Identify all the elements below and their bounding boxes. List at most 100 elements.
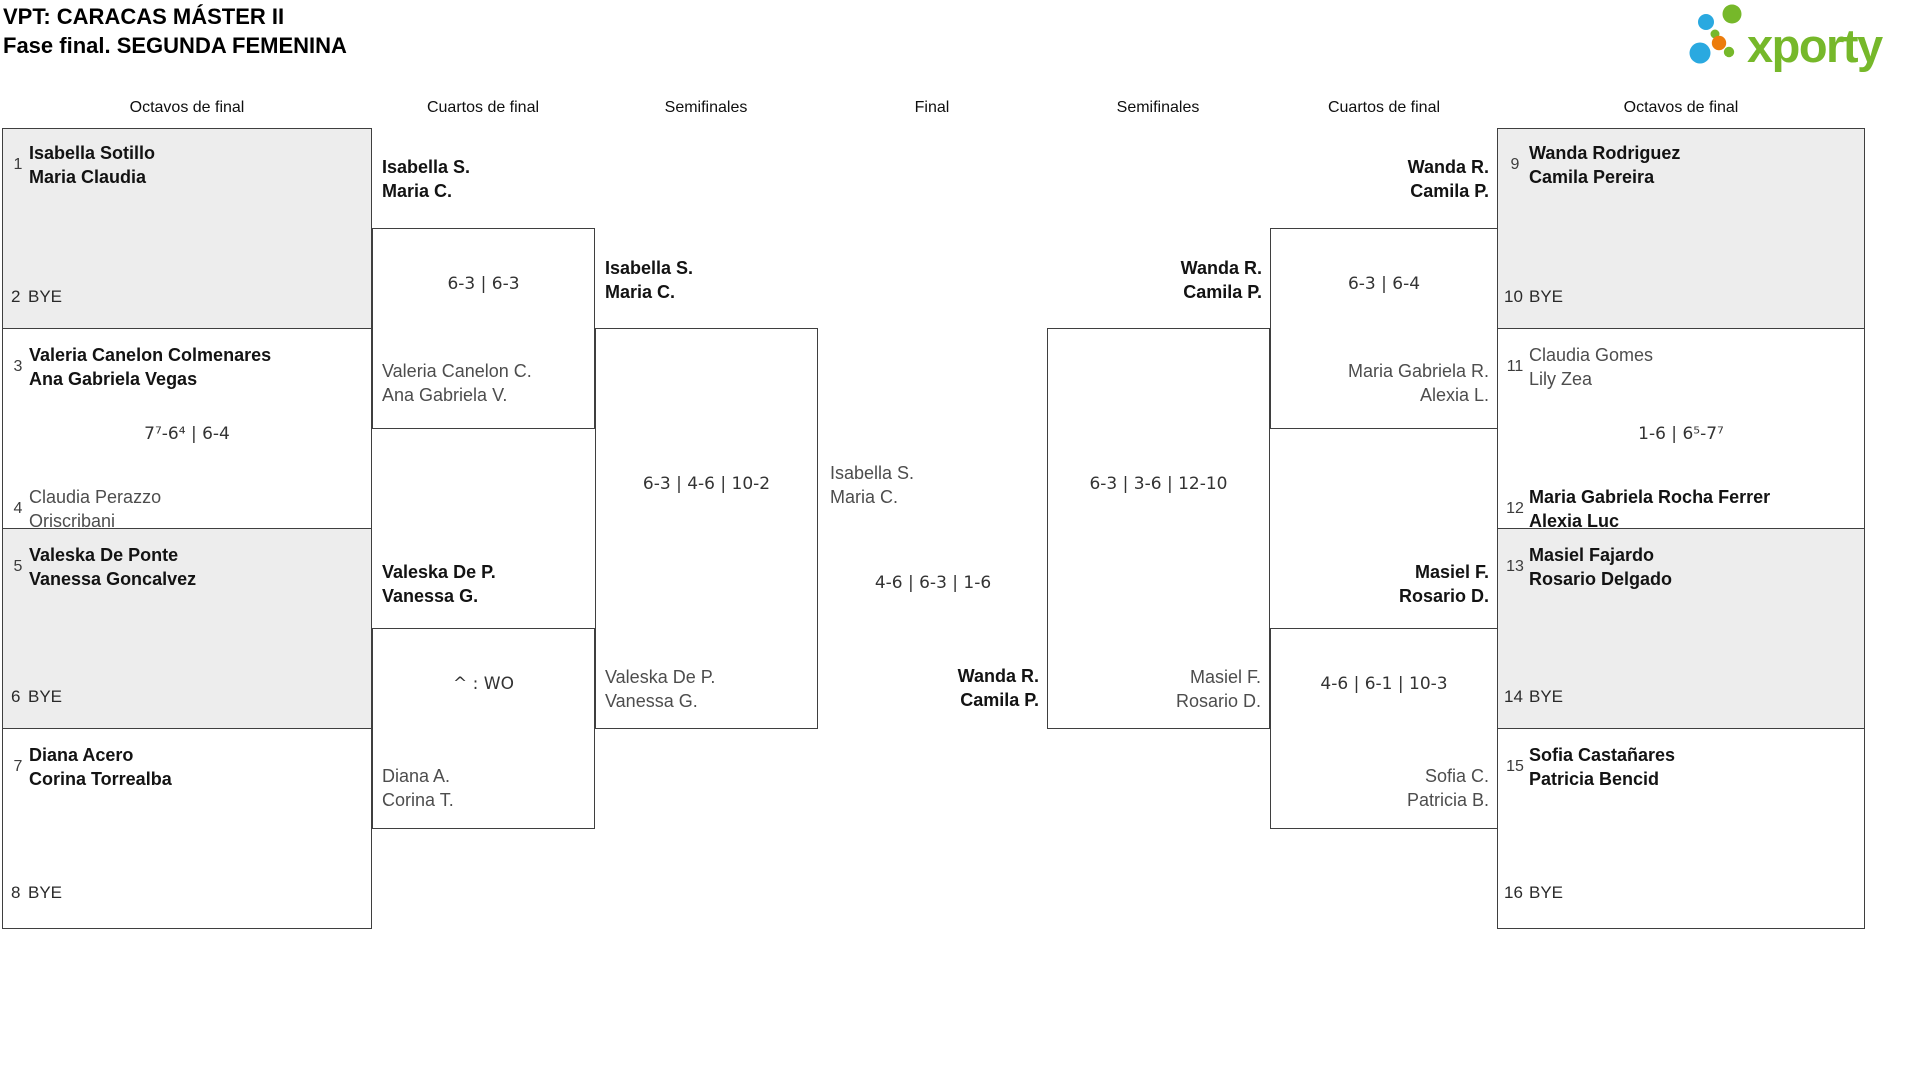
seed-number: 5 xyxy=(13,558,23,575)
team-entry[interactable]: Isabella Sotillo Maria Claudia xyxy=(29,141,155,189)
team-entry[interactable]: Diana Acero Corina Torrealba xyxy=(29,743,172,791)
tournament-name: VPT: CARACAS MÁSTER II xyxy=(3,4,285,29)
qf-right-1-loser[interactable]: Maria Gabriela R. Alexia L. xyxy=(1348,359,1489,407)
player-name: Alexia L. xyxy=(1419,385,1489,405)
player-name: Masiel Fajardo xyxy=(1529,545,1655,565)
match-score: 6-3 | 3-6 | 12-10 xyxy=(1089,474,1228,494)
qf-right-1-box: 6-3 | 6-4 Maria Gabriela R. Alexia L. xyxy=(1270,228,1498,429)
team-entry[interactable]: Masiel Fajardo Rosario Delgado xyxy=(1529,543,1672,591)
qf-left-1-box: 6-3 | 6-3 Valeria Canelon C. Ana Gabriel… xyxy=(372,228,595,429)
player-name: Wanda R. xyxy=(1180,258,1262,278)
team-entry[interactable]: Valeria Canelon Colmenares Ana Gabriela … xyxy=(29,343,271,391)
seed-number: 7 xyxy=(13,758,23,775)
player-name: Diana Acero xyxy=(29,745,134,765)
seed-number: 15 xyxy=(1506,758,1524,775)
sf-right-winner[interactable]: Wanda R. Camila P. xyxy=(1062,256,1262,304)
player-name: Wanda R. xyxy=(957,666,1039,686)
player-name: Camila Pereira xyxy=(1529,167,1655,187)
seed-number: 13 xyxy=(1506,558,1524,575)
seed-number: 8 xyxy=(11,883,21,902)
sf-left-loser[interactable]: Valeska De P. Vanessa G. xyxy=(605,665,715,713)
player-name: Maria Claudia xyxy=(29,167,147,187)
seed-number: 3 xyxy=(13,358,23,375)
seed-number: 6 xyxy=(11,687,21,706)
player-name: Lily Zea xyxy=(1529,369,1593,389)
team-entry[interactable]: Valeska De Ponte Vanessa Goncalvez xyxy=(29,543,196,591)
qf-left-2-loser[interactable]: Diana A. Corina T. xyxy=(382,764,454,812)
player-name: Claudia Perazzo xyxy=(29,487,162,507)
qf-right-2-winner[interactable]: Masiel F. Rosario D. xyxy=(1289,560,1489,608)
qf-left-1-loser[interactable]: Valeria Canelon C. Ana Gabriela V. xyxy=(382,359,532,407)
team-entry[interactable]: Wanda Rodriguez Camila Pereira xyxy=(1529,141,1680,189)
r16-left-match-2-box: 3 Valeria Canelon Colmenares Ana Gabriel… xyxy=(2,328,372,531)
player-name: Wanda R. xyxy=(1407,157,1489,177)
match-score: 6-3 | 6-4 xyxy=(1347,274,1421,294)
player-name: Ana Gabriela V. xyxy=(382,385,508,405)
seed-number: 14 xyxy=(1504,687,1523,706)
round-header-semis-left: Semifinales xyxy=(664,99,748,116)
player-name: Camila P. xyxy=(960,690,1039,710)
bye-label: BYE xyxy=(28,687,63,706)
player-name: Isabella S. xyxy=(605,258,694,278)
qf-left-1-winner[interactable]: Isabella S. Maria C. xyxy=(382,155,470,203)
seed-number: 2 xyxy=(11,287,21,306)
team-entry[interactable]: Claudia Perazzo Oriscribani xyxy=(29,485,161,533)
logo-dot-blue-large xyxy=(1689,42,1711,64)
sf-right-loser[interactable]: Masiel F. Rosario D. xyxy=(1176,665,1261,713)
sf-left-winner[interactable]: Isabella S. Maria C. xyxy=(605,256,693,304)
page-title: VPT: CARACAS MÁSTER II Fase final. SEGUN… xyxy=(3,2,347,60)
player-name: Masiel F. xyxy=(1414,562,1489,582)
bye-row: 8 BYE xyxy=(11,882,62,904)
player-name: Rosario Delgado xyxy=(1529,569,1673,589)
sf-left-box: 6-3 | 4-6 | 10-2 Valeska De P. Vanessa G… xyxy=(595,328,818,729)
logo-dot-green-large xyxy=(1722,4,1742,24)
bye-label: BYE xyxy=(28,883,63,902)
final-score: 4-6 | 6-3 | 1-6 xyxy=(874,573,992,593)
player-name: Valeria Canelon Colmenares xyxy=(29,345,272,365)
seed-number: 10 xyxy=(1504,287,1523,306)
round-header-octavos-right: Octavos de final xyxy=(1623,99,1739,116)
r16-left-match-1-box: 1 Isabella Sotillo Maria Claudia 2 BYE xyxy=(2,128,372,329)
bye-label: BYE xyxy=(28,287,63,306)
qf-right-2-box: 4-6 | 6-1 | 10-3 Sofia C. Patricia B. xyxy=(1270,628,1498,829)
bye-label: BYE xyxy=(1529,687,1564,706)
qf-right-1-winner[interactable]: Wanda R. Camila P. xyxy=(1289,155,1489,203)
seed-number: 16 xyxy=(1504,883,1523,902)
player-name: Sofia Castañares xyxy=(1529,745,1676,765)
qf-left-2-winner[interactable]: Valeska De P. Vanessa G. xyxy=(382,560,496,608)
logo-wordmark: xporty xyxy=(1747,19,1883,72)
team-entry[interactable]: Sofia Castañares Patricia Bencid xyxy=(1529,743,1675,791)
player-name: Vanessa G. xyxy=(382,586,479,606)
player-name: Valeska De P. xyxy=(382,562,496,582)
player-name: Isabella S. xyxy=(382,157,471,177)
player-name: Oriscribani xyxy=(29,511,116,531)
r16-left-match-3-box: 5 Valeska De Ponte Vanessa Goncalvez 6 B… xyxy=(2,528,372,729)
bye-row: 10 BYE xyxy=(1504,286,1563,308)
player-name: Diana A. xyxy=(382,766,451,786)
team-entry[interactable]: Maria Gabriela Rocha Ferrer Alexia Luc xyxy=(1529,485,1770,533)
player-name: Wanda Rodriguez xyxy=(1529,143,1681,163)
r16-right-match-2-box: 11 Claudia Gomes Lily Zea 1-6 | 6⁵-7⁷ 12… xyxy=(1497,328,1865,531)
player-name: Vanessa Goncalvez xyxy=(29,569,197,589)
match-score: 6-3 | 6-3 xyxy=(447,274,520,294)
r16-right-match-1-box: 9 Wanda Rodriguez Camila Pereira 10 BYE xyxy=(1497,128,1865,329)
seed-number: 1 xyxy=(13,156,23,173)
sf-right-box: 6-3 | 3-6 | 12-10 Masiel F. Rosario D. xyxy=(1047,328,1270,729)
round-header-final: Final xyxy=(914,99,950,116)
player-name: Sofia C. xyxy=(1424,766,1489,786)
round-header-semis-right: Semifinales xyxy=(1116,99,1200,116)
player-name: Valeska De P. xyxy=(605,667,716,687)
final-winner[interactable]: Wanda R. Camila P. xyxy=(818,664,1039,712)
round-header-octavos-left: Octavos de final xyxy=(129,99,245,116)
match-score: 1-6 | 6⁵-7⁷ xyxy=(1638,424,1724,444)
player-name: Valeria Canelon C. xyxy=(382,361,532,381)
player-name: Isabella S. xyxy=(830,463,915,483)
final-finalist-left[interactable]: Isabella S. Maria C. xyxy=(830,461,914,509)
team-entry[interactable]: Claudia Gomes Lily Zea xyxy=(1529,343,1653,391)
match-score: ^ : WO xyxy=(453,674,514,694)
seed-number: 11 xyxy=(1506,358,1524,375)
xporty-logo[interactable]: xporty xyxy=(1683,0,1918,75)
round-header-cuartos-right: Cuartos de final xyxy=(1327,99,1441,116)
player-name: Camila P. xyxy=(1183,282,1262,302)
qf-right-2-loser[interactable]: Sofia C. Patricia B. xyxy=(1407,764,1489,812)
